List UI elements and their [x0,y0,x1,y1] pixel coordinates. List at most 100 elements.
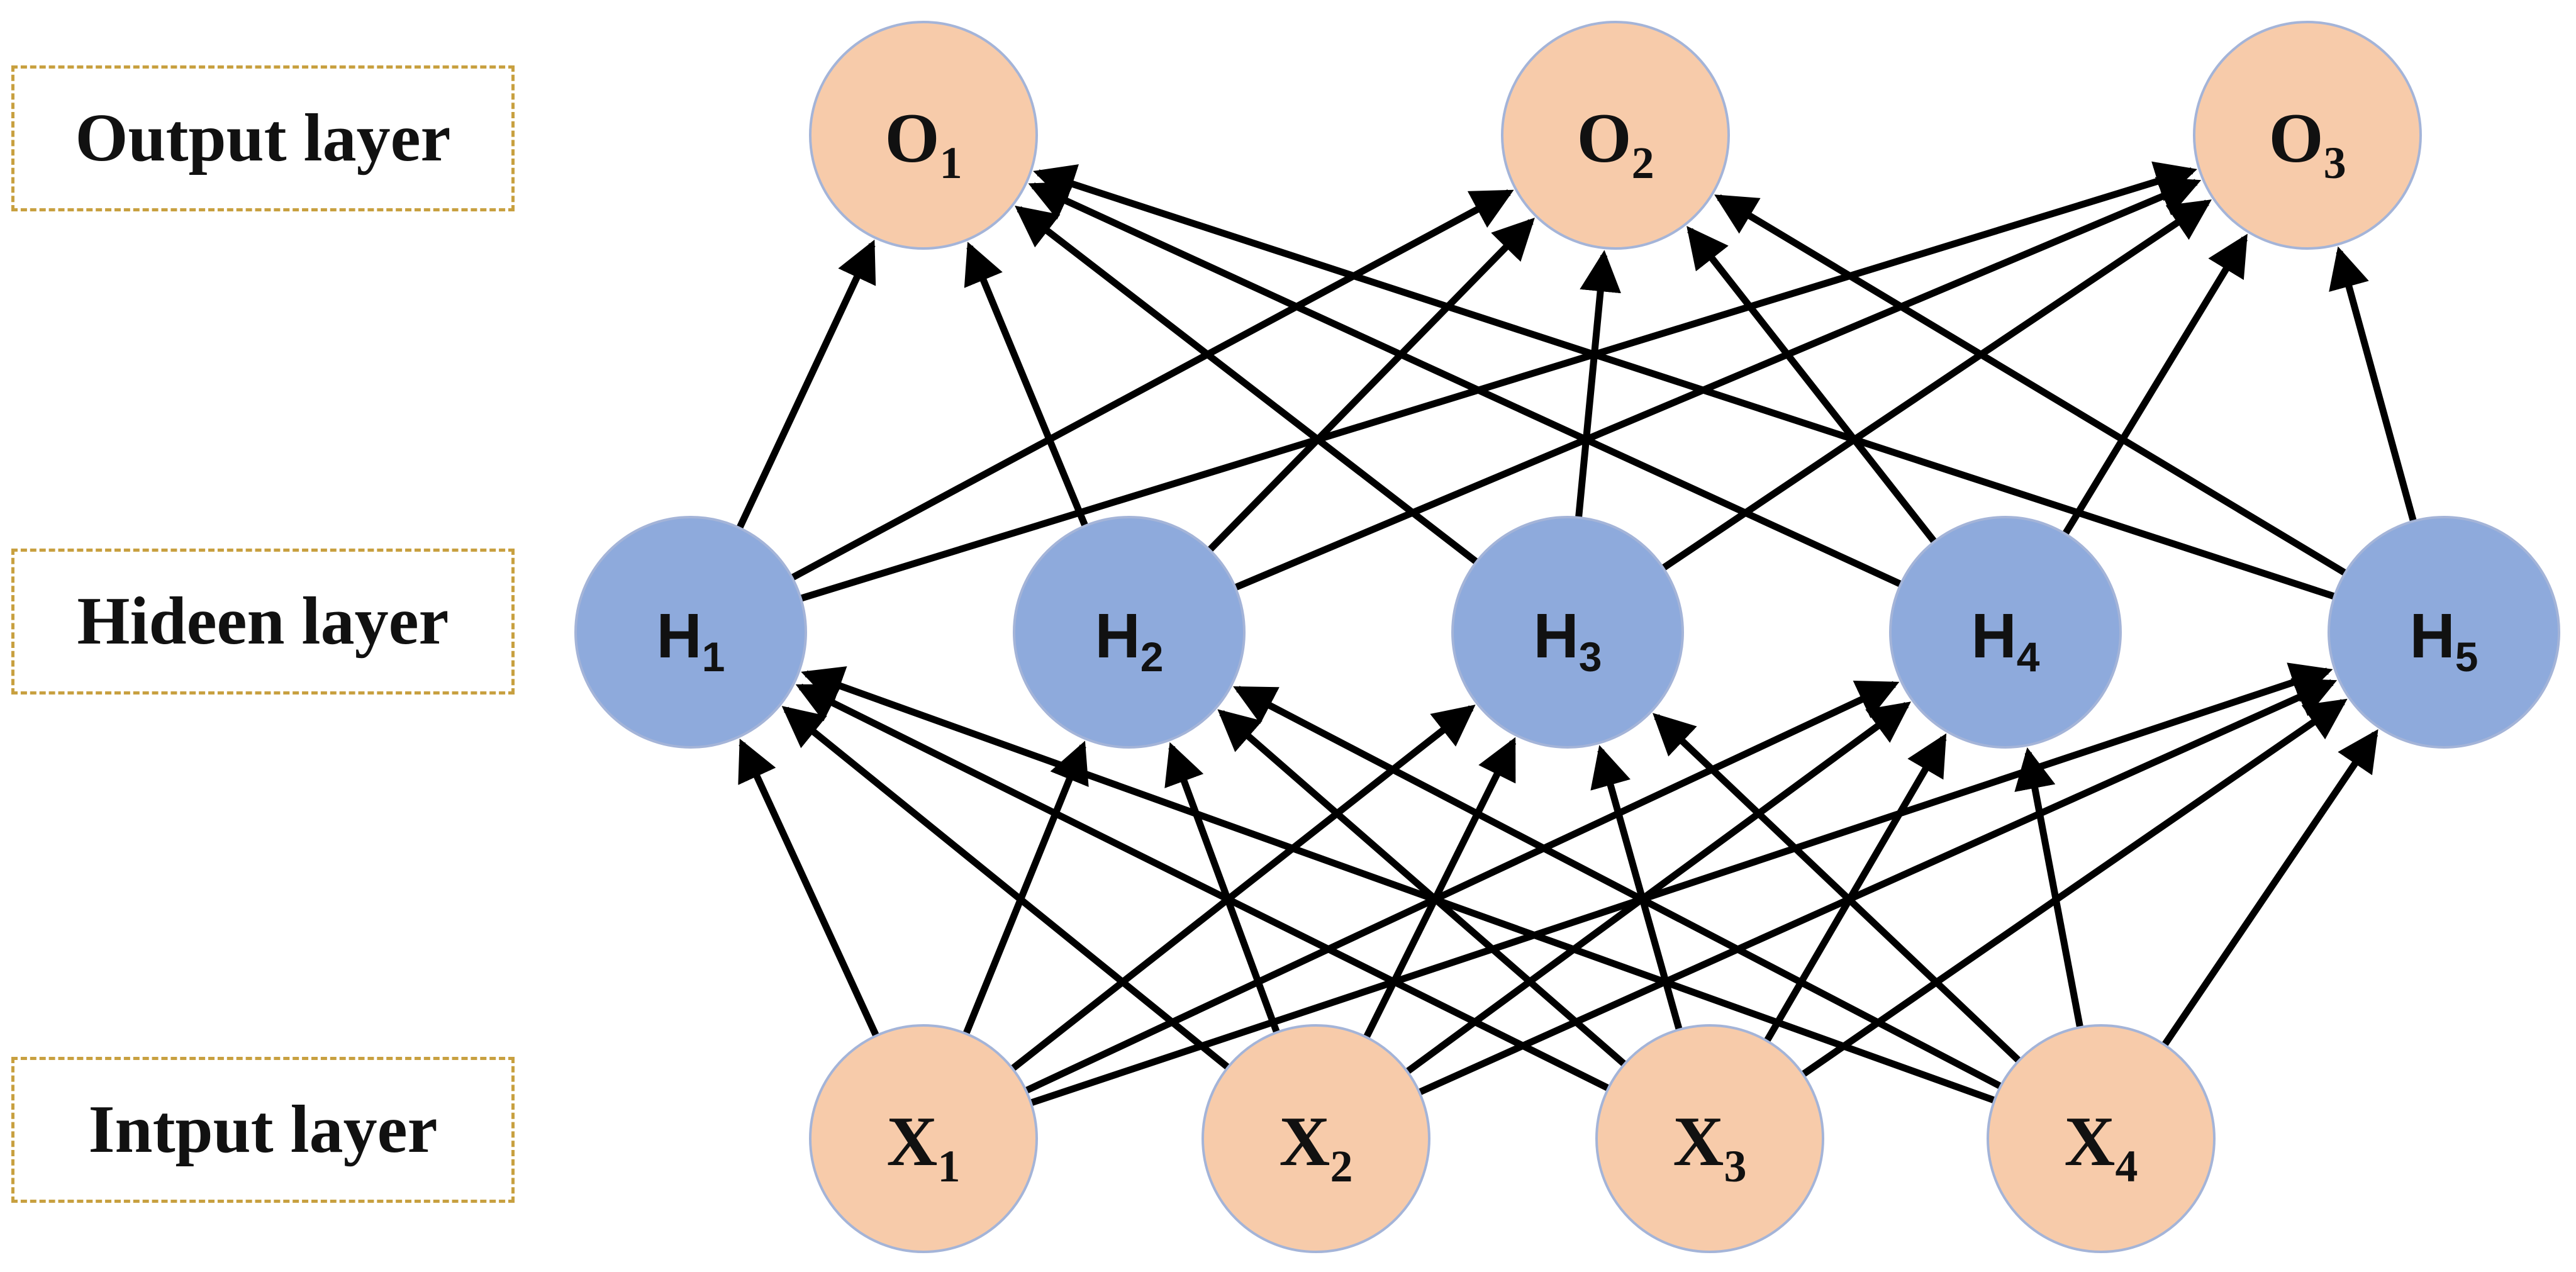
node-h2-label: H2 [1095,601,1164,680]
node-o3-circle [2193,21,2422,250]
edge-h4-to-o2 [1687,226,1938,545]
node-h5-circle [2328,516,2560,749]
connection-edges [735,161,2417,1107]
node-letter: X [2065,1103,2116,1181]
node-o2-label: O2 [1576,99,1654,188]
node-subscript: 4 [2017,633,2040,680]
node-o2-circle [1501,21,1730,250]
node-x2-label: X2 [1280,1103,1353,1191]
hidden-layer-box: Hideen layer [11,549,515,695]
edge-x2-to-h2 [1164,742,1281,1035]
node-h1-circle [574,516,807,749]
node-subscript: 1 [940,138,962,188]
node-h4-circle [1889,516,2122,749]
node-subscript: 2 [1330,1141,1352,1191]
node-x3: X3 [1595,1024,1824,1253]
node-subscript: 1 [702,633,725,680]
node-letter: O [1576,99,1631,177]
node-h2-circle [1013,516,1246,749]
edge-h1-to-o2 [789,189,1514,582]
edge-x3-to-h4 [1763,733,1947,1044]
input-layer-label: Intput layer [88,1092,438,1167]
node-subscript: 2 [1632,138,1654,188]
node-subscript: 3 [1724,1141,1746,1191]
node-letter: H [1095,601,1140,671]
edge-h1-to-o3 [798,161,2197,603]
node-x3-label: X3 [1673,1103,1747,1191]
node-h5: H5 [2328,516,2560,749]
node-subscript: 4 [2115,1141,2138,1191]
node-x2: X2 [1202,1024,1430,1253]
node-letter: H [1534,601,1579,671]
node-letter: H [657,601,702,671]
edge-x2-to-h5 [1417,678,2338,1096]
node-h5-label: H5 [2410,601,2478,680]
node-h2: H2 [1013,516,1246,749]
edge-x4-to-h1 [801,666,1997,1105]
edge-x1-to-h1 [738,739,880,1039]
edge-x4-to-h5 [2161,729,2378,1048]
edge-x4-to-h4 [2014,747,2084,1030]
edge-h2-to-o1 [964,242,1089,528]
edge-h3-to-o1 [1015,205,1480,566]
edge-h4-to-o1 [1028,182,1904,588]
node-o1-circle [809,21,1038,250]
node-h1: H1 [574,516,807,749]
edge-x4-to-h3 [1653,713,2022,1064]
edge-h4-to-o3 [2061,233,2248,537]
edge-h5-to-o2 [1714,194,2348,577]
node-subscript: 2 [1140,633,1164,680]
hidden-layer-label: Hideen layer [77,584,449,659]
edge-x3-to-h1 [795,683,1612,1092]
edge-h2-to-o3 [1232,177,2202,591]
node-letter: H [2410,601,2455,671]
edge-h5-to-o3 [2329,246,2417,523]
edge-h1-to-o1 [735,239,876,531]
edge-x2-to-h3 [1363,737,1517,1040]
node-x4: X4 [1987,1024,2216,1253]
node-h4: H4 [1889,516,2122,749]
output-layer-label: Output layer [75,101,451,176]
edge-h5-to-o1 [1033,164,2337,600]
node-o2: O2 [1501,21,1730,250]
node-letter: O [2268,99,2323,177]
edge-x3-to-h5 [1800,698,2348,1078]
node-x4-label: X4 [2065,1103,2138,1191]
edge-x2-to-h1 [781,706,1232,1071]
node-x2-circle [1202,1024,1430,1253]
node-x1: X1 [809,1024,1038,1253]
edge-h3-to-o2 [1575,250,1621,520]
node-h1-label: H1 [657,601,725,680]
output-layer-box: Output layer [11,65,515,211]
node-x1-label: X1 [887,1103,961,1191]
node-x3-circle [1595,1024,1824,1253]
edge-x1-to-h5 [1029,662,2333,1107]
input-layer-box: Intput layer [11,1057,515,1203]
node-letter: O [884,99,939,177]
node-h3: H3 [1451,516,1684,749]
node-subscript: 3 [2324,138,2346,188]
node-x4-circle [1987,1024,2216,1253]
node-x1-circle [809,1024,1038,1253]
node-o1-label: O1 [884,99,962,188]
node-o3-label: O3 [2268,99,2346,188]
edge-h3-to-o3 [1660,199,2212,572]
edge-x2-to-h4 [1404,701,1911,1076]
node-letter: X [1280,1103,1330,1181]
node-subscript: 1 [937,1141,960,1191]
edge-x1-to-h2 [962,740,1089,1037]
node-subscript: 3 [1579,633,1602,680]
node-subscript: 5 [2455,633,2478,680]
node-letter: X [887,1103,938,1181]
node-o3: O3 [2193,21,2422,250]
node-o1: O1 [809,21,1038,250]
node-h3-circle [1451,516,1684,749]
node-h3-label: H3 [1534,601,1602,680]
node-h4-label: H4 [1971,601,2040,680]
node-letter: H [1971,601,2017,671]
edge-h2-to-o2 [1206,217,1535,554]
edge-x3-to-h2 [1217,709,1628,1068]
node-letter: X [1673,1103,1724,1181]
